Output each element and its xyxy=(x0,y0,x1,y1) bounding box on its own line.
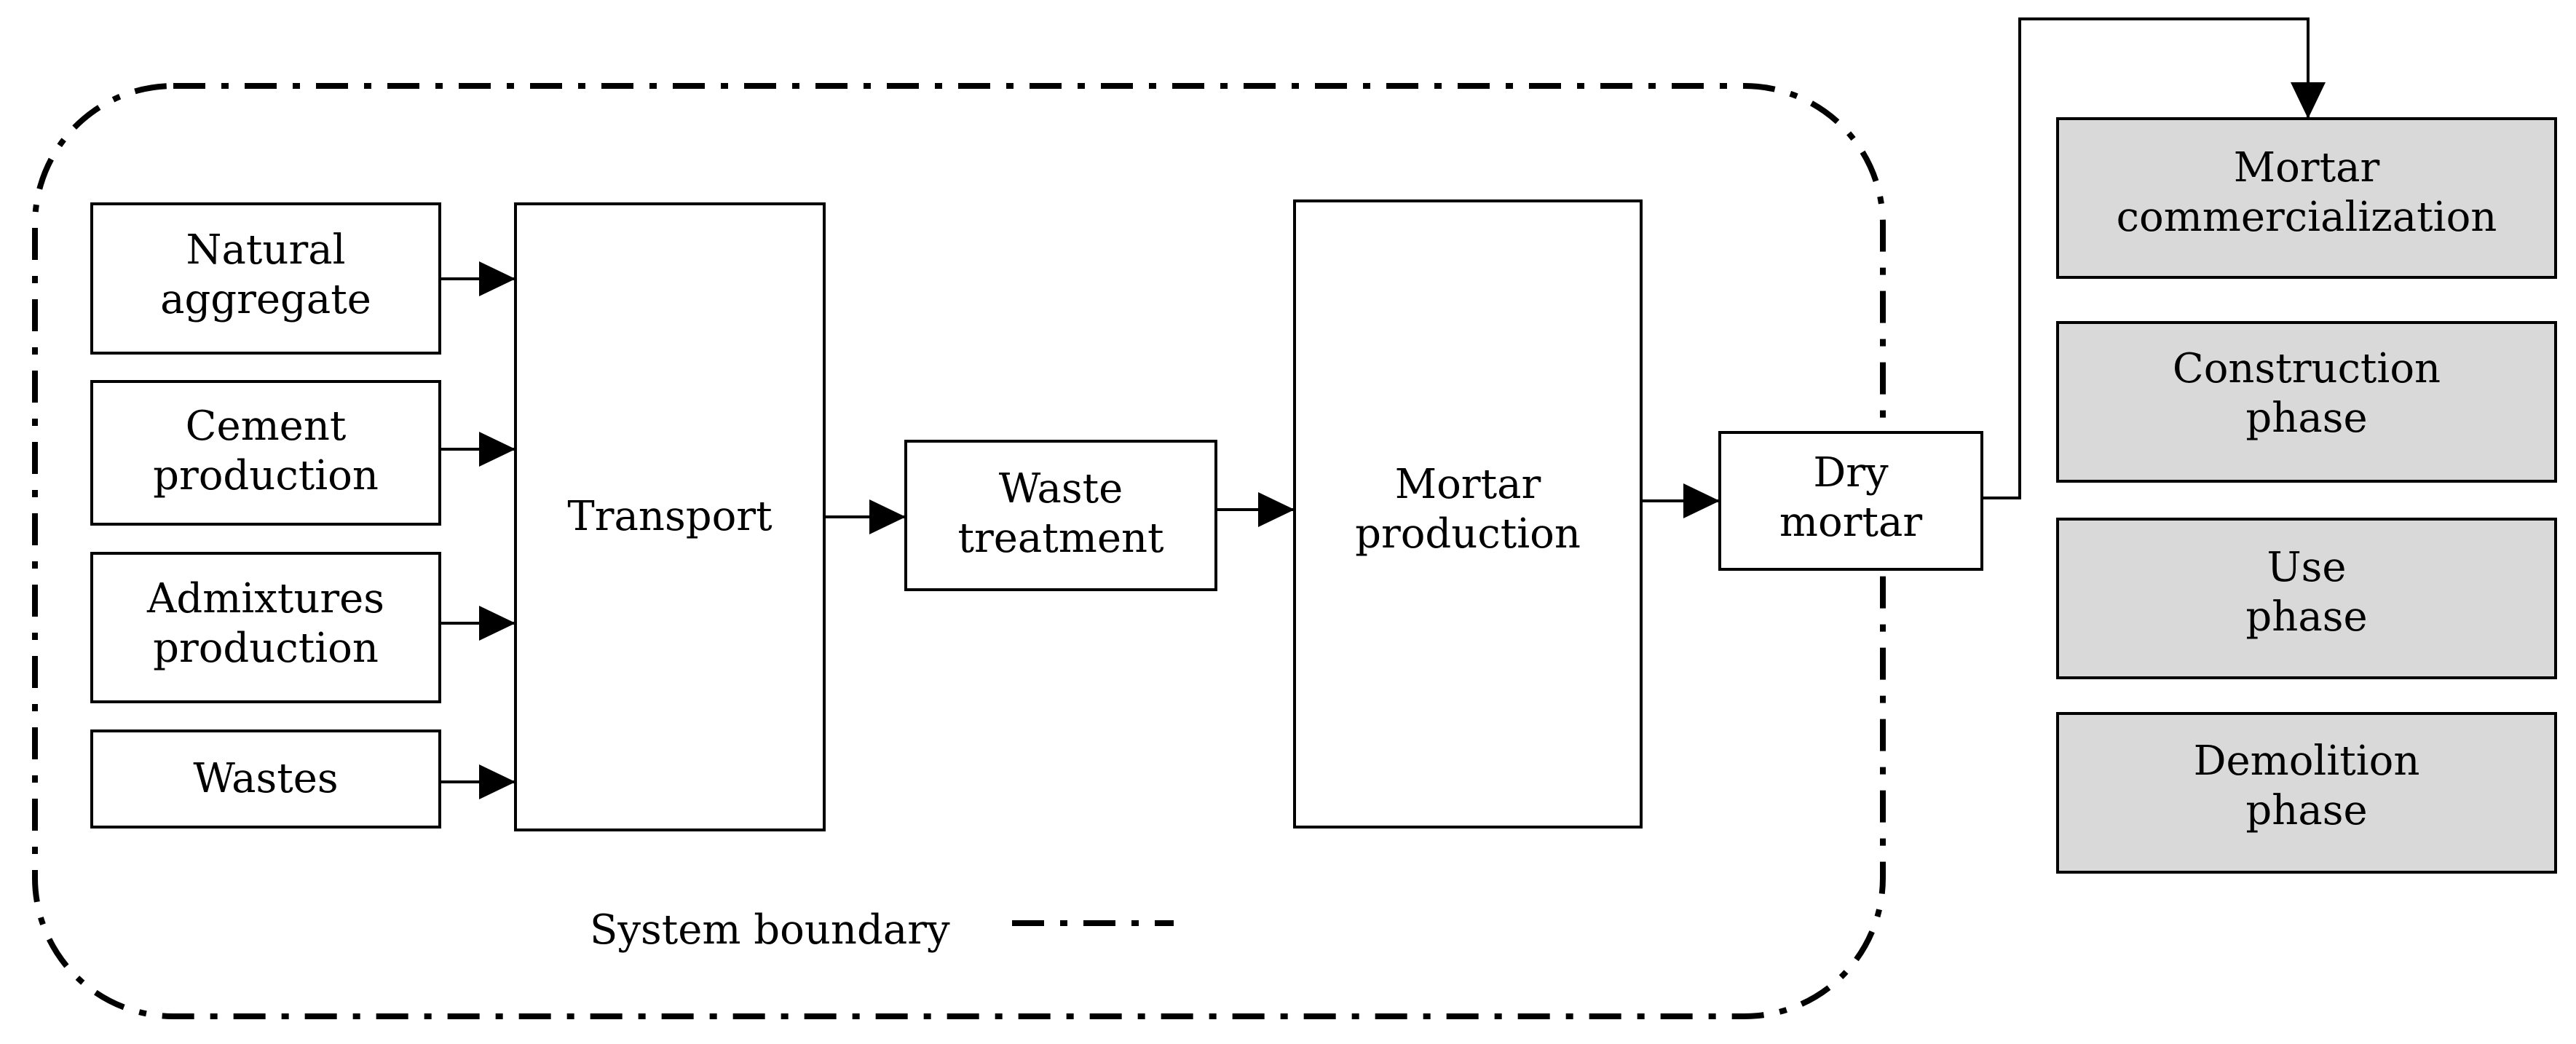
box-admixtures-production: Admixtures production xyxy=(90,552,441,703)
use-phase-line-1: Use xyxy=(2267,544,2346,591)
dry-mortar-line-1: Dry xyxy=(1813,449,1889,497)
cement-production-line-2: production xyxy=(153,452,379,499)
box-waste-treatment: Waste treatment xyxy=(904,440,1217,591)
admixtures-production-line-1: Admixtures xyxy=(146,575,384,622)
mortar-production-line-2: production xyxy=(1355,510,1581,558)
legend-label: System boundary xyxy=(590,906,950,954)
dry-mortar-line-2: mortar xyxy=(1779,499,1922,546)
box-demolition-phase: Demolition phase xyxy=(2056,712,2557,874)
box-construction-phase: Construction phase xyxy=(2056,321,2557,483)
mortar-commercialization-line-1: Mortar xyxy=(2234,144,2380,191)
transport-label: Transport xyxy=(567,493,773,540)
box-mortar-production: Mortar production xyxy=(1293,199,1643,829)
construction-phase-line-1: Construction xyxy=(2173,345,2441,392)
system-boundary xyxy=(32,83,1886,1019)
box-mortar-commercialization: Mortar commercialization xyxy=(2056,117,2557,279)
waste-treatment-line-1: Waste xyxy=(999,465,1123,513)
wastes-label: Wastes xyxy=(193,755,338,802)
box-dry-mortar: Dry mortar xyxy=(1718,431,1983,571)
cement-production-line-1: Cement xyxy=(186,403,347,450)
box-transport: Transport xyxy=(514,202,826,831)
demolition-phase-line-1: Demolition xyxy=(2194,737,2420,785)
demolition-phase-line-2: phase xyxy=(2245,787,2367,834)
box-use-phase: Use phase xyxy=(2056,518,2557,679)
natural-aggregate-line-2: aggregate xyxy=(160,276,371,323)
use-phase-line-2: phase xyxy=(2245,593,2367,641)
mortar-commercialization-line-2: commercialization xyxy=(2117,194,2497,241)
natural-aggregate-line-1: Natural xyxy=(186,226,345,274)
box-natural-aggregate: Natural aggregate xyxy=(90,202,441,355)
box-wastes: Wastes xyxy=(90,729,441,829)
construction-phase-line-2: phase xyxy=(2245,395,2367,442)
arrow-dry-mortar-to-commercialization xyxy=(1982,17,2326,499)
admixtures-production-line-2: production xyxy=(153,625,379,672)
box-cement-production: Cement production xyxy=(90,380,441,526)
mortar-production-line-1: Mortar xyxy=(1395,461,1541,508)
waste-treatment-line-2: treatment xyxy=(957,515,1164,562)
